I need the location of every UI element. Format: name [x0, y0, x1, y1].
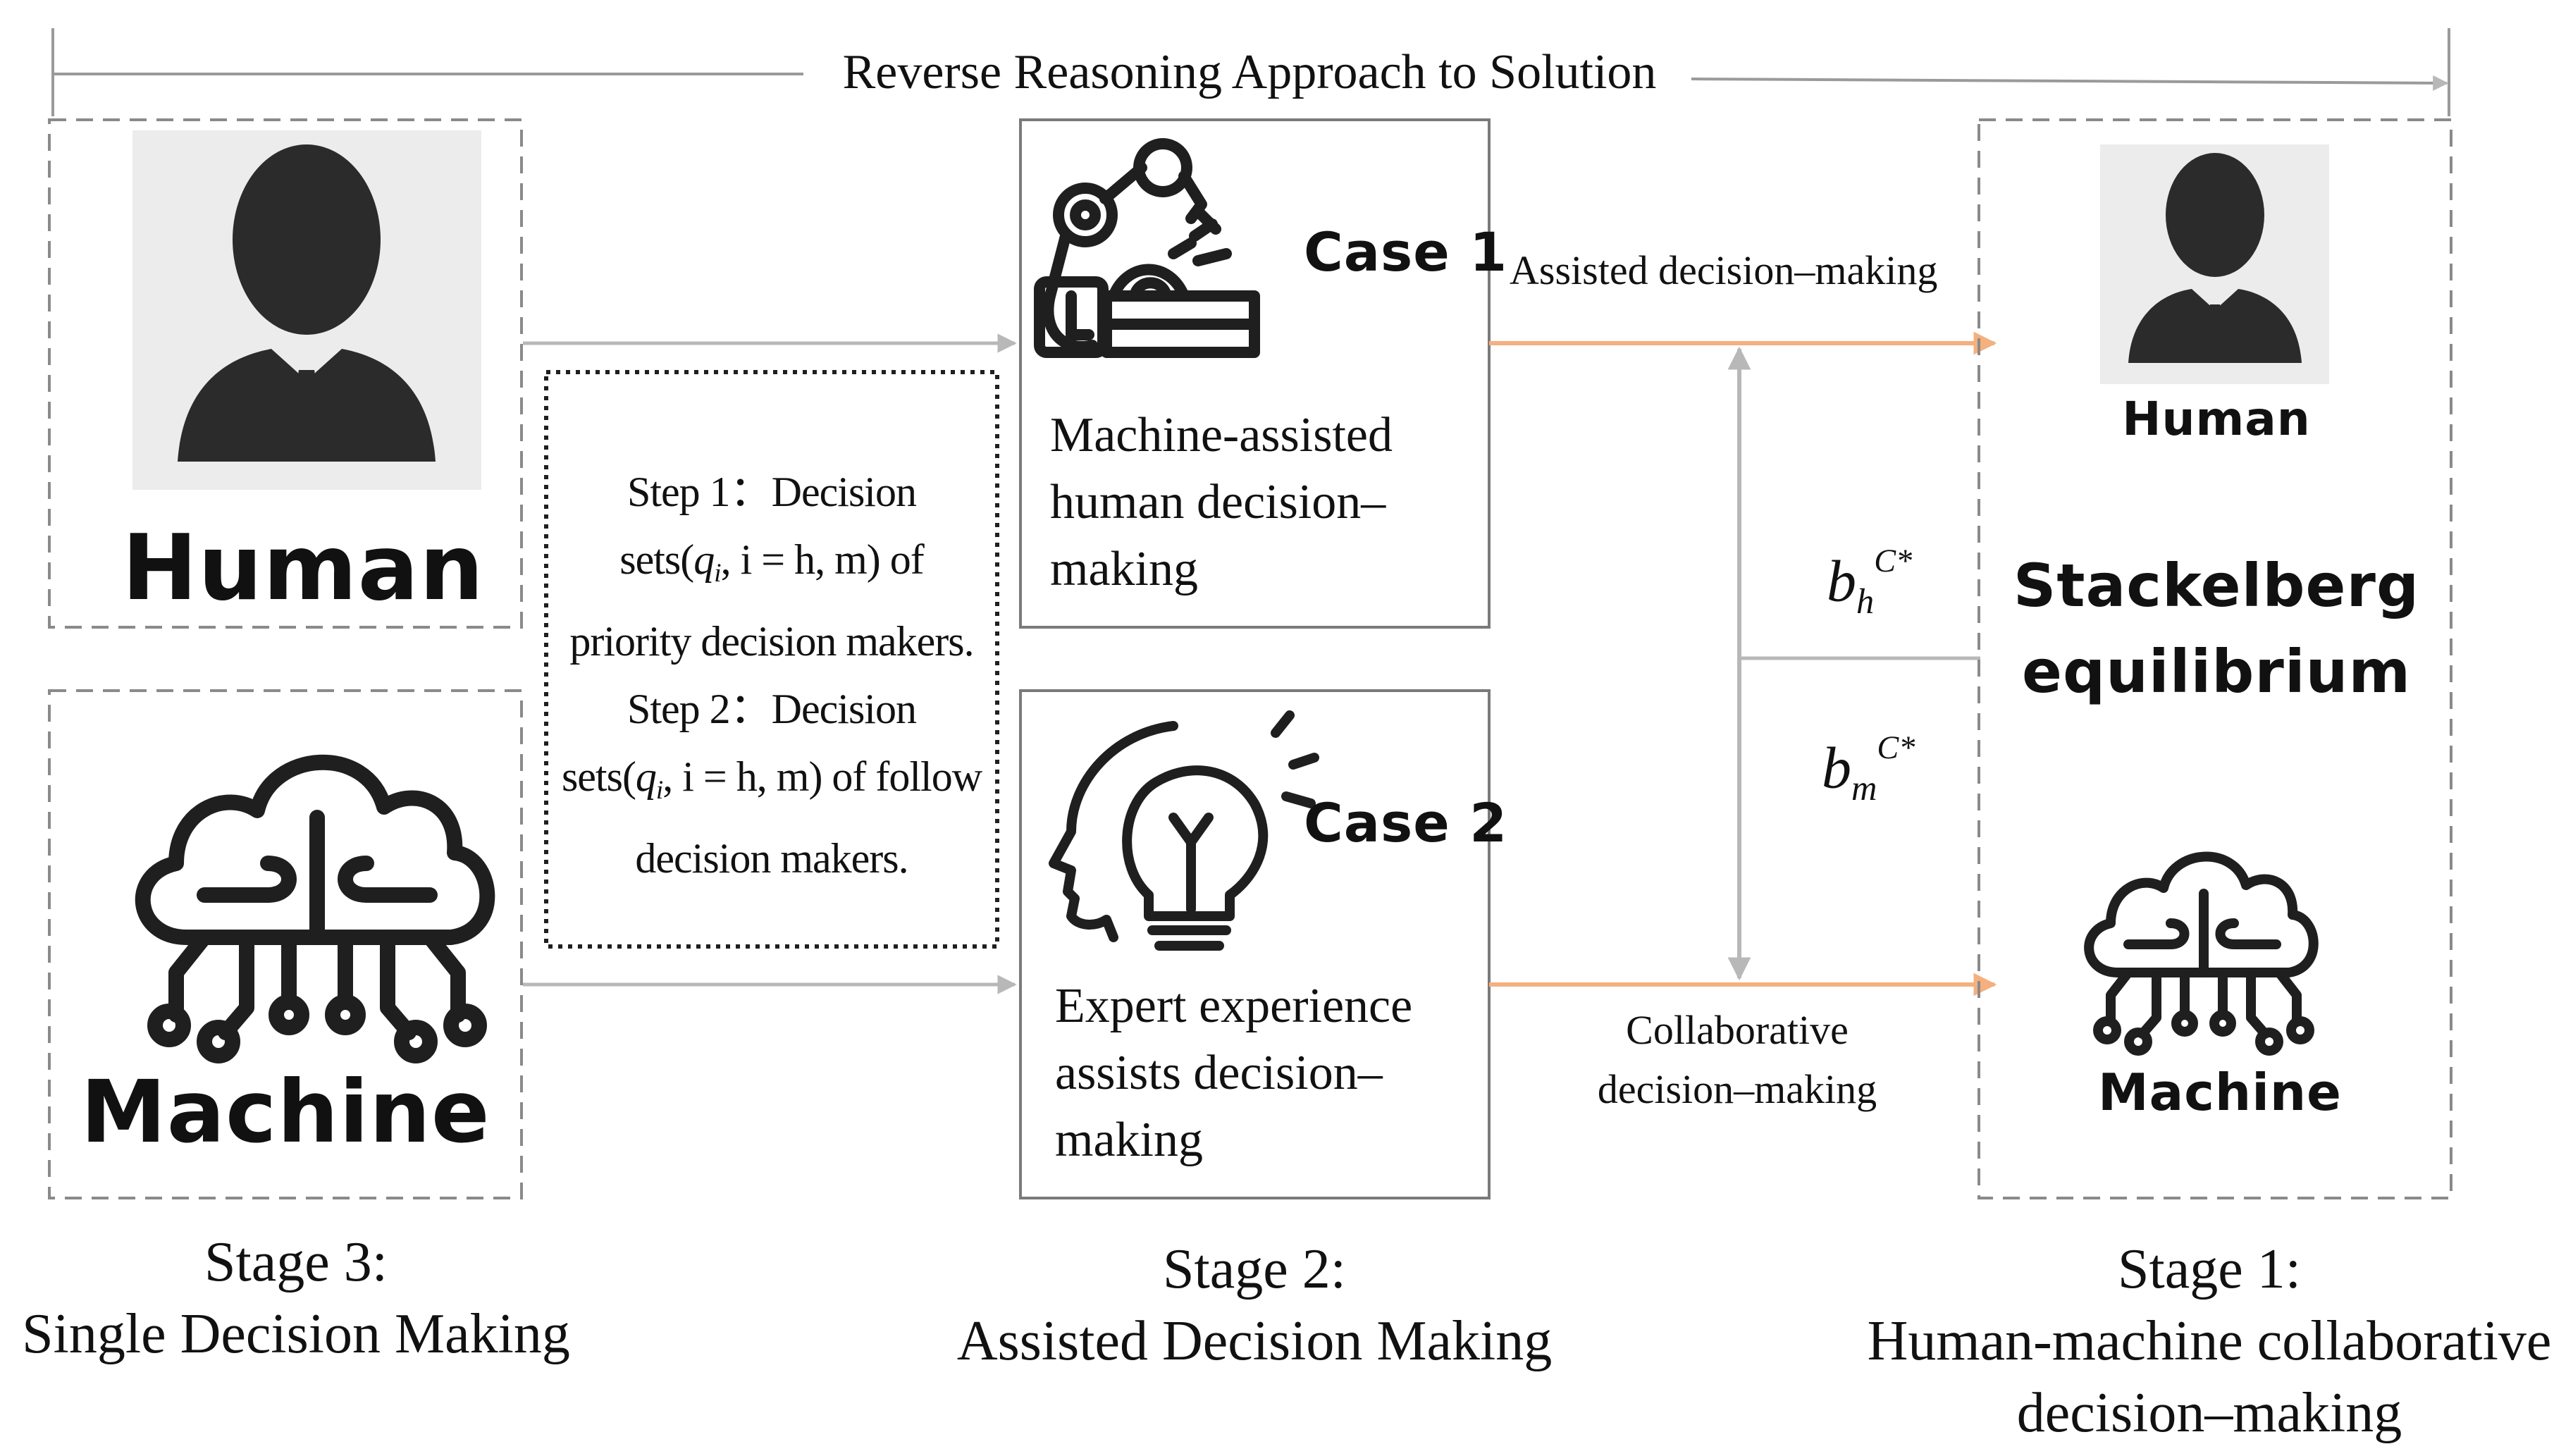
step2-sets: sets(	[561, 753, 636, 801]
collab-line2: decision–making	[1597, 1066, 1877, 1112]
step1-var: q	[693, 536, 715, 583]
case2-title: Case 2	[1304, 791, 1508, 854]
case1-line2: human decision–	[1050, 475, 1386, 529]
step2-sub: i	[655, 776, 663, 806]
robot-arm-icon	[1034, 138, 1260, 358]
step1-line3: priority decision makers.	[569, 618, 974, 665]
bh-sup: C*	[1874, 543, 1913, 579]
right-human-label: Human	[2122, 392, 2311, 446]
bh-label: bhC*	[1827, 543, 1912, 622]
case1-box	[1019, 118, 1491, 629]
bm-sub: m	[1851, 768, 1877, 808]
stage3-name: Single Decision Making	[22, 1303, 570, 1365]
step2-line1: Step 2：Decision	[627, 686, 917, 733]
case1-title: Case 1	[1304, 221, 1508, 283]
stage2-label: Stage 2:	[1163, 1238, 1346, 1300]
top-arrow	[51, 28, 2450, 116]
step1-sub: i	[714, 559, 721, 588]
equilibrium-line1: Stackelberg	[2013, 551, 2420, 620]
case1-line1: Machine-assisted	[1050, 408, 1393, 462]
step2-line3: decision makers.	[635, 835, 908, 882]
step2-line2: sets(qi, i = h, m) of follow	[557, 743, 987, 825]
step1-line2: sets(qi, i = h, m) of	[557, 526, 987, 607]
stage1-caption: Stage 1: Human-machine collaborative dec…	[1853, 1233, 2565, 1449]
step1-sets: sets(	[619, 536, 694, 583]
left-machine-label: Machine	[80, 1062, 490, 1162]
bm-base: b	[1822, 735, 1851, 801]
equilibrium-line2: equilibrium	[2022, 637, 2411, 706]
assisted-label: Assisted decision–making	[1510, 247, 1938, 293]
person-icon-small	[2100, 144, 2329, 384]
case2-box	[1019, 689, 1491, 1199]
diagram-title: Reverse Reasoning Approach to Solution	[809, 45, 1690, 101]
stage1-name-line1: Human-machine collaborative	[1867, 1310, 2552, 1372]
person-icon	[132, 130, 481, 490]
ai-brain-cloud-icon	[135, 754, 495, 1063]
lightbulb-head-icon	[1049, 710, 1319, 951]
stage1-name-line2: decision–making	[2016, 1382, 2402, 1444]
equilibrium-label: Stackelberg equilibrium	[1994, 543, 2438, 715]
case1-description: Machine-assisted human decision– making	[1050, 402, 1473, 603]
stage2-name: Assisted Decision Making	[956, 1310, 1553, 1372]
case2-line2: assists decision–	[1055, 1046, 1383, 1100]
left-human-label: Human	[121, 516, 485, 621]
human-box	[48, 118, 523, 629]
collaborative-label: Collaborative decision–making	[1550, 1001, 1924, 1119]
case1-line3: making	[1050, 542, 1198, 596]
stage3-caption: Stage 3: Single Decision Making	[0, 1226, 592, 1370]
steps-text: Step 1：Decision sets(qi, i = h, m) of pr…	[557, 458, 987, 892]
bh-sub: h	[1856, 581, 1875, 622]
step2-var: q	[635, 753, 657, 801]
step2-rest: , i = h, m) of follow	[662, 753, 982, 801]
right-machine-label: Machine	[2098, 1063, 2342, 1122]
ai-brain-cloud-icon-small	[2084, 851, 2319, 1056]
bh-base: b	[1827, 548, 1856, 615]
case2-line1: Expert experience	[1055, 979, 1413, 1033]
bm-label: bmC*	[1822, 729, 1915, 808]
collab-line1: Collaborative	[1626, 1007, 1849, 1053]
stage1-label: Stage 1:	[2118, 1238, 2301, 1300]
step1-rest: , i = h, m) of	[720, 536, 925, 583]
bm-sup: C*	[1877, 729, 1915, 765]
step1-line1: Step 1：Decision	[627, 469, 917, 515]
case2-description: Expert experience assists decision– maki…	[1055, 973, 1478, 1173]
stage3-label: Stage 3:	[204, 1231, 388, 1293]
stage2-caption: Stage 2: Assisted Decision Making	[937, 1233, 1572, 1377]
case2-line3: making	[1055, 1113, 1203, 1167]
machine-box	[48, 689, 523, 1199]
